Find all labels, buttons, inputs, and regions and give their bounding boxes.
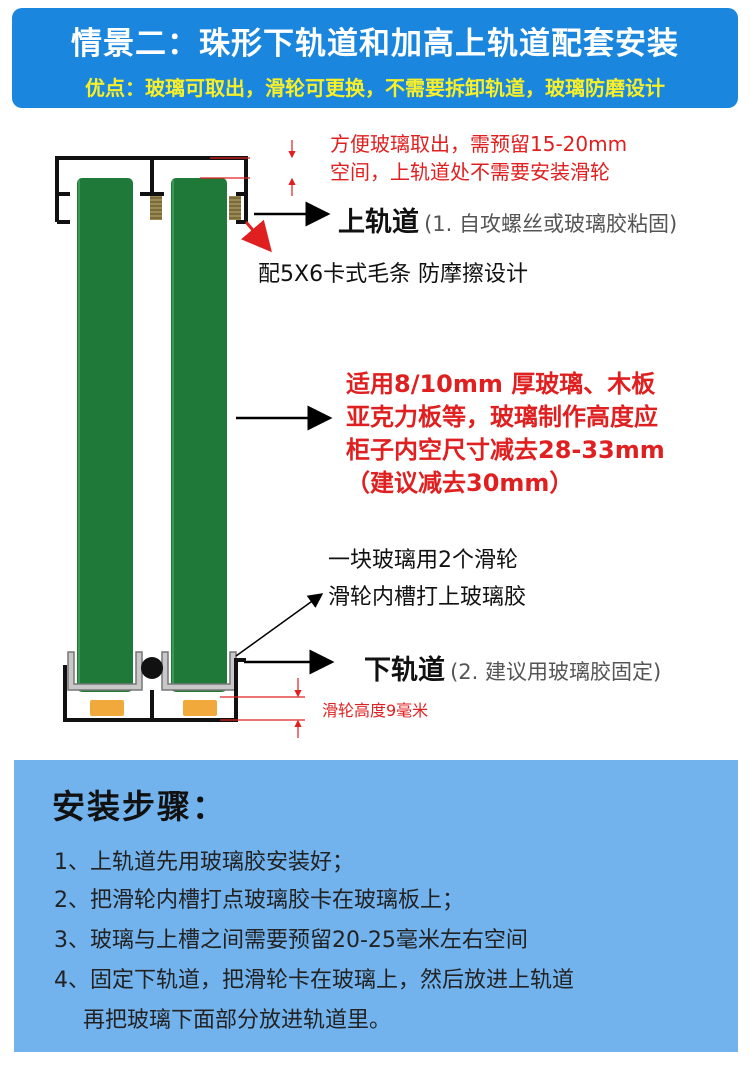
upper-track-label-group: 上轨道 (1. 自攻螺丝或玻璃胶粘固) bbox=[338, 200, 677, 239]
bead-icon bbox=[141, 657, 163, 679]
upper-track bbox=[55, 156, 248, 224]
track-diagram bbox=[55, 140, 335, 738]
gap-note-line1: 方便玻璃取出，需预留15-20mm bbox=[330, 132, 628, 156]
glass-note-line1: 适用8/10mm 厚玻璃、木板 bbox=[346, 370, 656, 398]
glass-note-line3: 柜子内空尺寸减去28-33mm bbox=[346, 436, 665, 464]
step-item-4: 4、固定下轨道，把滑轮卡在玻璃上，然后放进上轨道 bbox=[54, 968, 574, 993]
roller-height-dimension bbox=[220, 678, 305, 738]
gap-dimension bbox=[200, 140, 296, 196]
roller-arrow bbox=[235, 593, 324, 657]
roller-note: 一块玻璃用2个滑轮 滑轮内槽打上玻璃胶 bbox=[328, 542, 526, 616]
rollers bbox=[90, 700, 217, 716]
roller-height-note: 滑轮高度9毫米 bbox=[322, 701, 429, 720]
glass-panel-left bbox=[77, 178, 133, 692]
brush-strip bbox=[150, 196, 241, 220]
roller-note-line2: 滑轮内槽打上玻璃胶 bbox=[328, 585, 527, 610]
step-item-3: 3、玻璃与上槽之间需要预留20-25毫米左右空间 bbox=[54, 928, 528, 953]
glass-note-line4: （建议减去30mm） bbox=[346, 469, 574, 497]
roller-clips bbox=[67, 651, 237, 691]
lower-track-note: (2. 建议用玻璃胶固定) bbox=[450, 660, 662, 684]
gap-note-line2: 空间，上轨道处不需要安装滑轮 bbox=[330, 160, 610, 184]
roller-note-line1: 一块玻璃用2个滑轮 bbox=[328, 548, 518, 573]
header-banner: 情景二：珠形下轨道和加高上轨道配套安装 优点：玻璃可取出，滑轮可更换，不需要拆卸… bbox=[12, 8, 738, 108]
glass-note-line2: 亚克力板等，玻璃制作高度应 bbox=[346, 403, 658, 431]
lower-track-label-group: 下轨道 (2. 建议用玻璃胶固定) bbox=[364, 648, 661, 687]
glass-panel-right bbox=[171, 178, 227, 692]
lower-track-label: 下轨道 bbox=[364, 655, 445, 686]
step-item-1: 1、上轨道先用玻璃胶安装好； bbox=[54, 850, 354, 875]
install-steps-panel: 安装步骤： 1、上轨道先用玻璃胶安装好； 2、把滑轮内槽打点玻璃胶卡在玻璃板上；… bbox=[14, 760, 738, 1052]
brush-strip-note: 配5X6卡式毛条 防摩擦设计 bbox=[258, 262, 529, 287]
glass-panels bbox=[77, 178, 227, 692]
steps-title: 安装步骤： bbox=[52, 787, 227, 826]
page-subtitle: 优点：玻璃可取出，滑轮可更换，不需要拆卸轨道，玻璃防磨设计 bbox=[85, 76, 665, 100]
brush-arrow bbox=[241, 219, 272, 253]
page-title: 情景二：珠形下轨道和加高上轨道配套安装 bbox=[71, 26, 679, 62]
step-item-5: 再把玻璃下面部分放进轨道里。 bbox=[54, 1008, 391, 1033]
step-item-2: 2、把滑轮内槽打点玻璃胶卡在玻璃板上； bbox=[54, 888, 464, 913]
glass-note: 适用8/10mm 厚玻璃、木板 亚克力板等，玻璃制作高度应 柜子内空尺寸减去28… bbox=[346, 368, 665, 500]
upper-track-note: (1. 自攻螺丝或玻璃胶粘固) bbox=[424, 212, 678, 236]
upper-track-label: 上轨道 bbox=[338, 207, 419, 238]
